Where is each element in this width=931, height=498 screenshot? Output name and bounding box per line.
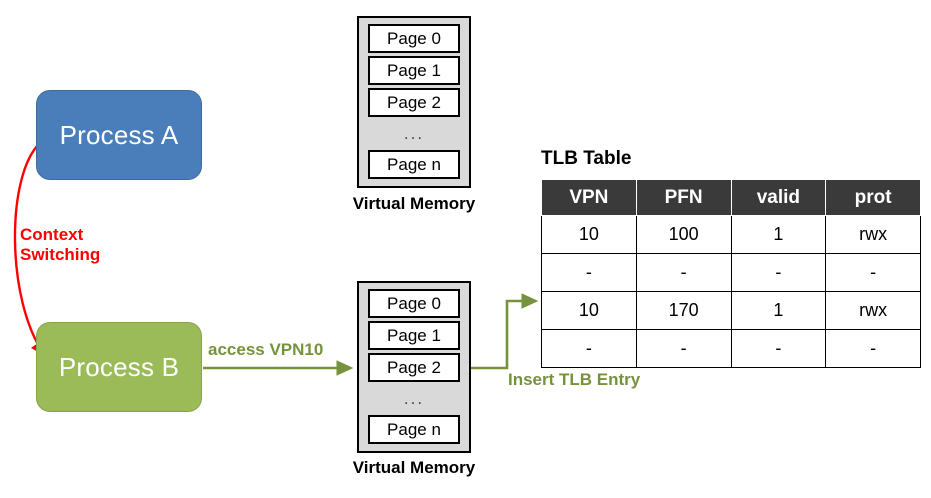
tlb-header-row: VPN PFN valid prot [541, 179, 921, 216]
virtual-memory-top-block: Page 0 Page 1 Page 2 ... Page n [357, 16, 471, 188]
tlb-cell-vpn: 10 [541, 215, 637, 254]
page-cell: Page 2 [368, 353, 460, 382]
process-b-box[interactable]: Process B [36, 322, 202, 412]
table-row: 10 100 1 rwx [541, 215, 921, 254]
tlb-cell-pfn: - [635, 253, 732, 292]
process-a-box[interactable]: Process A [36, 90, 202, 180]
process-b-label: Process B [58, 351, 180, 382]
virtual-memory-bottom-block: Page 0 Page 1 Page 2 ... Page n [357, 281, 471, 453]
tlb-header-vpn: VPN [541, 179, 637, 216]
tlb-header-valid: valid [730, 179, 827, 216]
tlb-cell-pfn: - [635, 329, 732, 368]
table-row: 10 170 1 rwx [541, 291, 921, 330]
virtual-memory-top-caption: Virtual Memory [352, 194, 476, 213]
access-vpn-label: access VPN10 [208, 340, 324, 359]
tlb-cell-prot: - [825, 329, 921, 368]
tlb-cell-vpn: - [541, 253, 637, 292]
page-cell: Page 1 [368, 321, 460, 350]
tlb-cell-pfn: 100 [635, 215, 732, 254]
context-switching-label: Context Switching [20, 225, 100, 265]
context-switching-label-line1: Context [20, 225, 84, 244]
page-cell: Page 2 [368, 88, 460, 117]
insert-tlb-entry-label: Insert TLB Entry [508, 370, 641, 389]
table-row: - - - - [541, 329, 921, 368]
tlb-table-title: TLB Table [541, 148, 632, 169]
tlb-cell-vpn: 10 [541, 291, 637, 330]
table-row: - - - - [541, 253, 921, 292]
context-switching-label-line2: Switching [20, 245, 101, 264]
tlb-header-pfn: PFN [635, 179, 732, 216]
tlb-cell-pfn: 170 [635, 291, 732, 330]
tlb-cell-prot: rwx [825, 215, 921, 254]
tlb-cell-prot: rwx [825, 291, 921, 330]
tlb-cell-prot: - [825, 253, 921, 292]
page-cell: Page n [368, 415, 460, 444]
process-a-label: Process A [59, 119, 179, 150]
insert-tlb-entry-arrow [471, 293, 539, 370]
tlb-table: VPN PFN valid prot 10 100 1 rwx - - - - … [541, 179, 921, 368]
page-cell: Page 0 [368, 24, 460, 53]
page-ellipsis: ... [403, 123, 425, 143]
virtual-memory-bottom-caption: Virtual Memory [352, 458, 476, 477]
tlb-cell-valid: 1 [730, 291, 827, 330]
page-cell: Page 1 [368, 56, 460, 85]
tlb-cell-valid: - [730, 329, 827, 368]
page-cell: Page 0 [368, 289, 460, 318]
tlb-cell-valid: 1 [730, 215, 827, 254]
page-cell: Page n [368, 150, 460, 179]
tlb-cell-vpn: - [541, 329, 637, 368]
tlb-header-prot: prot [825, 179, 921, 216]
page-ellipsis: ... [403, 388, 425, 408]
tlb-cell-valid: - [730, 253, 827, 292]
